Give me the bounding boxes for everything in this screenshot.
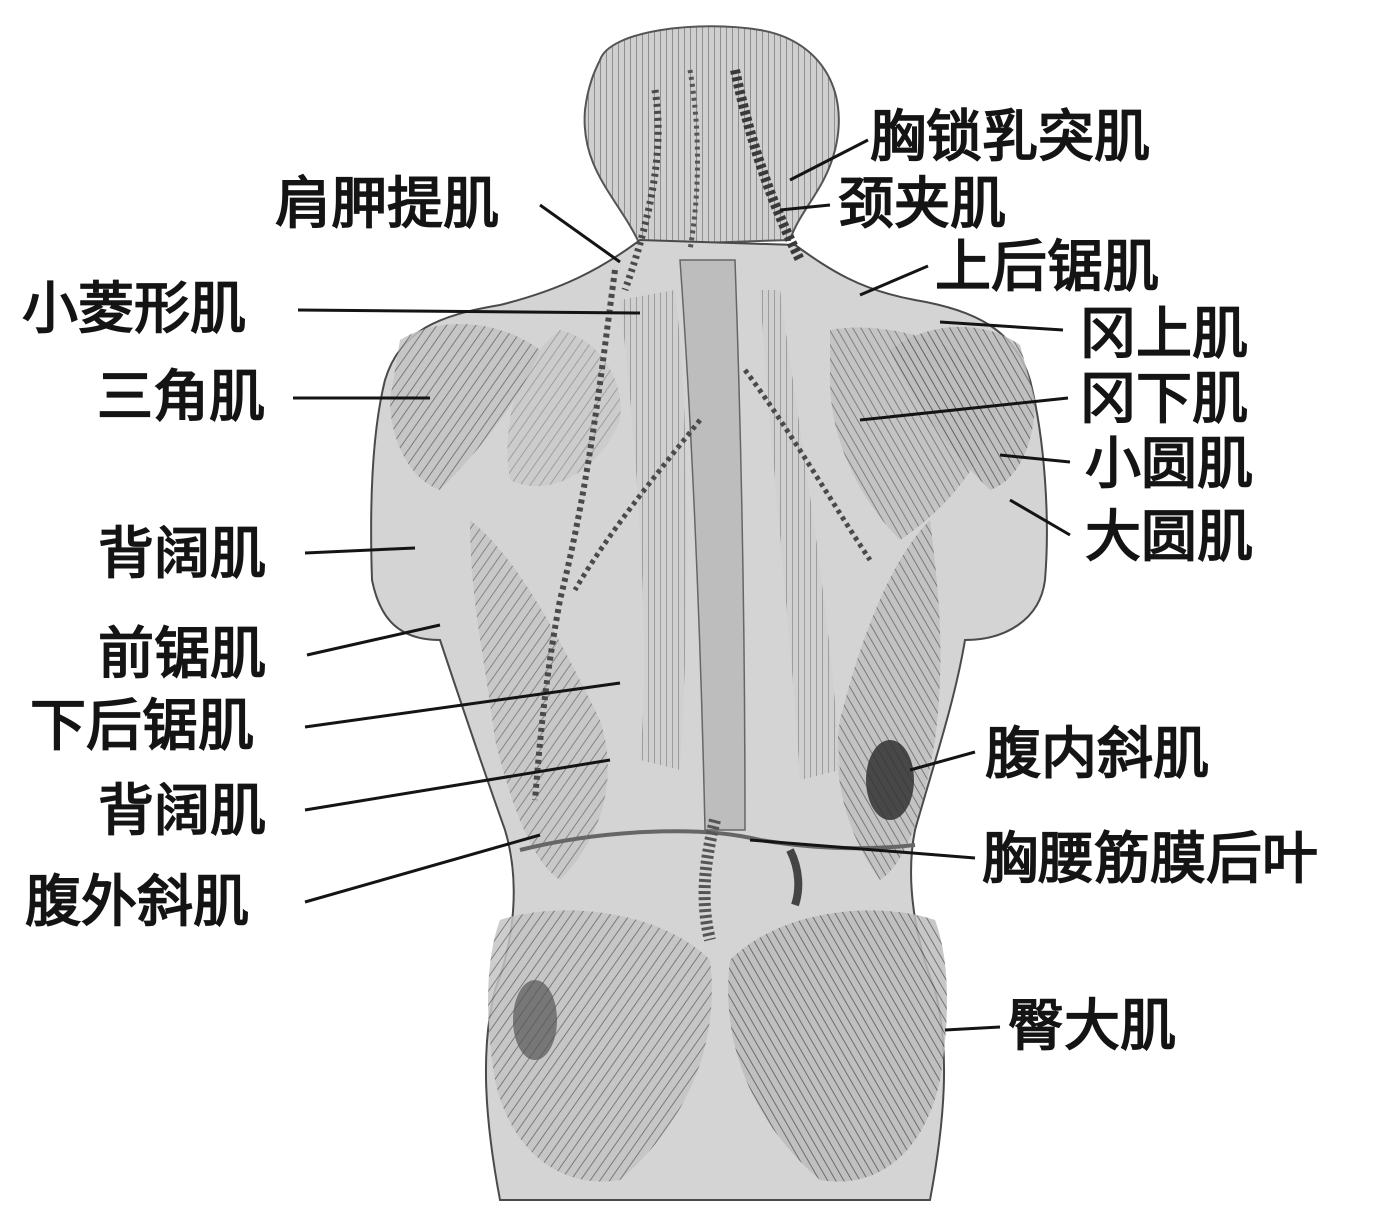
label-thoracolumbar-fascia: 胸腰筋膜后叶 (982, 830, 1318, 890)
label-serratus-posterior-inferior: 下后锯肌 (30, 697, 254, 757)
label-sternocleidomastoid: 胸锁乳突肌 (870, 108, 1150, 168)
label-teres-major: 大圆肌 (1085, 508, 1253, 568)
leader-line (307, 625, 440, 655)
label-rhomboid-minor: 小菱形肌 (22, 280, 246, 340)
label-splenius-cervicis: 颈夹肌 (838, 175, 1006, 235)
leader-line (540, 205, 620, 262)
label-infraspinatus: 冈下肌 (1080, 370, 1248, 430)
leader-line (945, 1027, 1000, 1030)
label-internal-oblique: 腹内斜肌 (985, 725, 1209, 785)
leader-line (305, 835, 540, 902)
label-teres-minor: 小圆肌 (1085, 435, 1253, 495)
label-deltoid: 三角肌 (97, 368, 265, 428)
label-latissimus-dorsi-lower: 背阔肌 (98, 782, 266, 842)
label-serratus-anterior: 前锯肌 (98, 625, 266, 685)
label-levator-scapulae: 肩胛提肌 (275, 175, 499, 235)
label-latissimus-dorsi-upper: 背阔肌 (98, 525, 266, 585)
label-serratus-posterior-superior: 上后锯肌 (935, 238, 1159, 298)
label-external-oblique: 腹外斜肌 (25, 873, 249, 933)
leader-line (860, 266, 928, 295)
label-gluteus-maximus: 臀大肌 (1008, 997, 1176, 1057)
label-supraspinatus: 冈上肌 (1080, 305, 1248, 365)
